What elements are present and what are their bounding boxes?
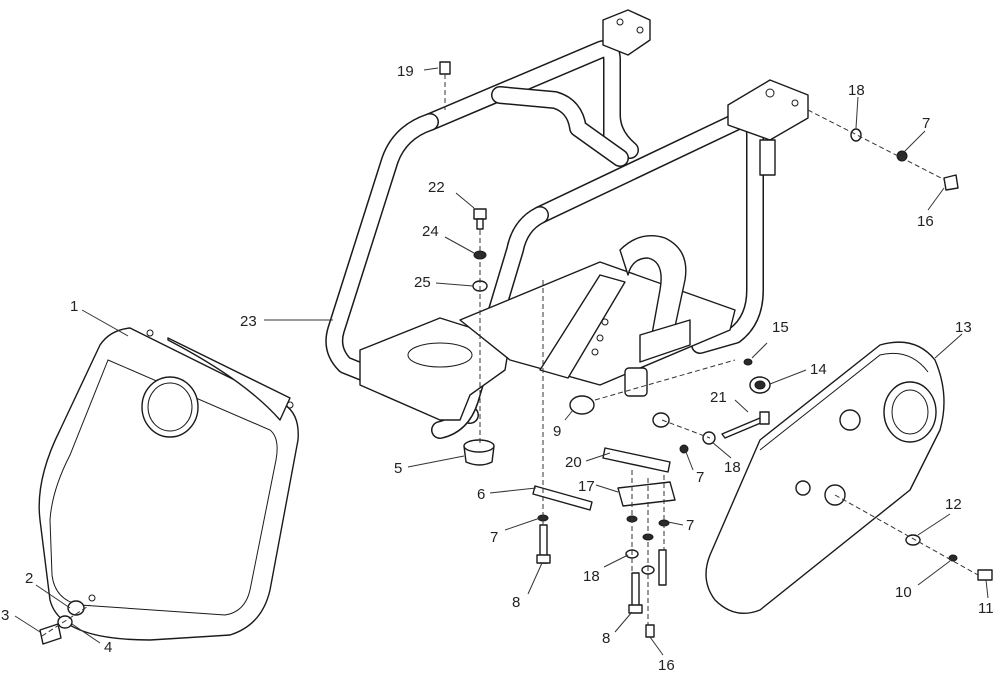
callout-1: 1 [70,298,78,315]
callout-13: 13 [955,319,972,336]
hardware-parts [39,61,993,645]
callout-22: 22 [428,179,445,196]
callout-labels: 1 2 3 4 5 6 7 7 7 7 8 8 9 10 11 12 13 14… [1,63,994,674]
front-cover [38,327,299,641]
callout-7: 7 [490,529,498,546]
callout-4: 4 [104,639,112,656]
callout-17: 17 [578,478,595,495]
belt-guard [705,341,945,614]
callout-11: 11 [978,600,994,617]
callout-15: 15 [772,319,789,336]
callout-19: 19 [397,63,414,80]
callout-25: 25 [414,274,431,291]
frame-tube-assembly [325,9,809,439]
callout-18: 18 [583,568,600,585]
callout-6: 6 [477,486,485,503]
callout-16: 16 [658,657,675,674]
callout-9: 9 [553,423,561,440]
callout-23: 23 [240,313,257,330]
callout-7: 7 [922,115,930,132]
assembly-axes [41,74,979,637]
callout-18: 18 [848,82,865,99]
callout-7: 7 [696,469,704,486]
callout-16: 16 [917,213,934,230]
callout-5: 5 [394,460,402,477]
callout-24: 24 [422,223,439,240]
callout-14: 14 [810,361,827,378]
callout-2: 2 [25,570,33,587]
callout-20: 20 [565,454,582,471]
callout-7: 7 [686,517,694,534]
callout-leaders [14,67,989,656]
callout-10: 10 [895,584,912,601]
base-plate [359,235,736,421]
callout-18: 18 [724,459,741,476]
callout-3: 3 [1,607,9,624]
callout-8: 8 [512,594,520,611]
callout-12: 12 [945,496,962,513]
callout-21: 21 [710,389,727,406]
callout-8: 8 [602,630,610,647]
